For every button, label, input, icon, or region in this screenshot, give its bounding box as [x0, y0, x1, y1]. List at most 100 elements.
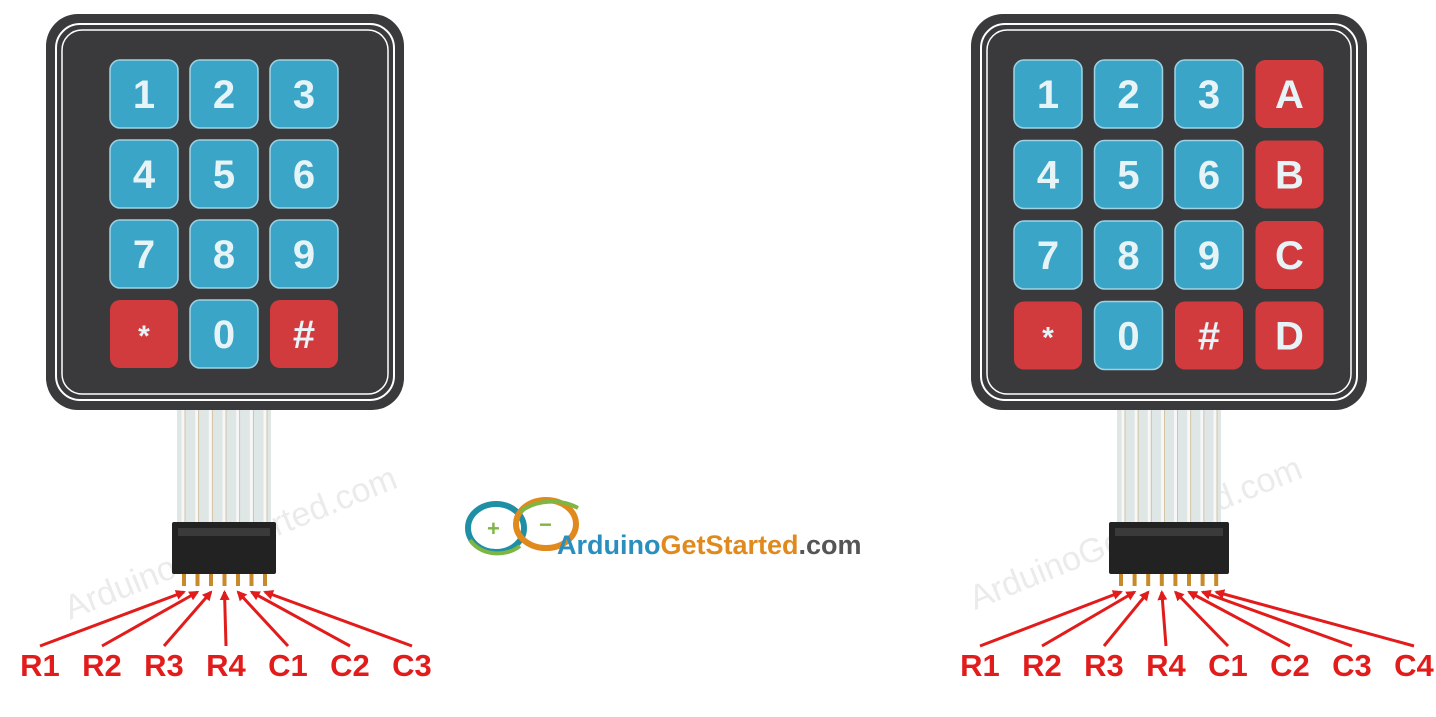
- key-2[interactable]: 2: [189, 59, 259, 129]
- key-5[interactable]: 5: [189, 139, 259, 209]
- key-7[interactable]: 7: [109, 219, 179, 289]
- key-label: B: [1275, 154, 1304, 198]
- pin-arrow: [1174, 590, 1230, 648]
- pin-arrow: [979, 590, 1123, 648]
- header-pin: [1214, 574, 1219, 586]
- key-label: 0: [213, 313, 235, 357]
- key-label: 8: [213, 233, 235, 277]
- logo-brand-text: ArduinoGetStarted.com: [557, 530, 862, 560]
- key-label: 4: [133, 153, 156, 197]
- key-9[interactable]: 9: [269, 219, 339, 289]
- key-3[interactable]: 3: [1174, 59, 1244, 129]
- pin-label-r2: R2: [1022, 648, 1062, 683]
- key-label: 3: [293, 73, 315, 117]
- key-hash[interactable]: #: [1175, 301, 1243, 370]
- pin-label-r3: R3: [1084, 648, 1124, 683]
- key-3[interactable]: 3: [269, 59, 339, 129]
- header-pin: [1159, 574, 1164, 586]
- key-label: D: [1275, 315, 1304, 359]
- pin-label-r2: R2: [82, 648, 122, 683]
- key-label: A: [1275, 73, 1304, 117]
- pin-arrow: [39, 590, 186, 648]
- header-pin: [1132, 574, 1137, 586]
- key-star[interactable]: *: [110, 300, 178, 368]
- pin-arrow: [219, 590, 230, 647]
- key-hash[interactable]: #: [270, 300, 338, 368]
- header-pin: [1187, 574, 1191, 586]
- pin-label-r4: R4: [206, 648, 246, 683]
- pin-arrow: [1041, 590, 1137, 648]
- key-8[interactable]: 8: [189, 219, 259, 289]
- header-pin: [1119, 574, 1123, 586]
- pin-label-c4: C4: [1394, 648, 1434, 683]
- key-label: #: [1198, 315, 1220, 359]
- key-6[interactable]: 6: [1174, 139, 1244, 210]
- key-label: 4: [1037, 154, 1060, 198]
- pin-label-c3: C3: [1332, 648, 1372, 683]
- pin-arrow: [101, 590, 200, 648]
- key-5[interactable]: 5: [1093, 139, 1164, 210]
- pin-arrow: [162, 590, 213, 647]
- key-label: 0: [1117, 315, 1139, 359]
- key-6[interactable]: 6: [269, 139, 339, 209]
- key-label: *: [1042, 322, 1054, 355]
- key-b[interactable]: B: [1255, 140, 1324, 209]
- ribbon-cable: [177, 408, 271, 524]
- pin-label-c2: C2: [1270, 648, 1310, 683]
- key-star[interactable]: *: [1014, 301, 1082, 370]
- pin-label-r4: R4: [1146, 648, 1186, 683]
- key-2[interactable]: 2: [1093, 59, 1164, 129]
- key-9[interactable]: 9: [1174, 220, 1244, 290]
- logo-brand-com: .com: [799, 530, 862, 560]
- pin-label-r3: R3: [144, 648, 184, 683]
- key-1[interactable]: 1: [1013, 59, 1083, 129]
- key-label: 8: [1117, 234, 1139, 278]
- key-4[interactable]: 4: [1013, 139, 1083, 210]
- arduinogetstarted-logo: + − ArduinoGetStarted.com: [465, 497, 862, 560]
- key-label: 7: [1037, 234, 1059, 278]
- logo-brand-arduino: Arduino: [557, 530, 660, 560]
- key-label: #: [293, 313, 315, 357]
- header-pin: [1200, 574, 1205, 586]
- key-label: 5: [1117, 154, 1139, 198]
- key-label: 6: [293, 153, 315, 197]
- pin-arrow: [249, 590, 351, 648]
- key-label: 1: [1037, 73, 1059, 117]
- key-label: 3: [1198, 73, 1220, 117]
- key-0[interactable]: 0: [189, 299, 259, 369]
- key-label: 9: [1198, 234, 1220, 278]
- key-label: *: [138, 320, 150, 353]
- key-8[interactable]: 8: [1093, 220, 1164, 290]
- pin-arrow: [263, 590, 413, 648]
- key-label: 5: [213, 153, 235, 197]
- header-pin: [249, 574, 254, 586]
- pin-arrow: [1200, 590, 1353, 648]
- key-label: C: [1275, 234, 1304, 278]
- key-c[interactable]: C: [1255, 221, 1324, 289]
- pin-label-c2: C2: [330, 648, 370, 683]
- pin-label-r1: R1: [20, 648, 60, 683]
- header-pin: [195, 574, 200, 586]
- key-0[interactable]: 0: [1093, 300, 1164, 371]
- key-a[interactable]: A: [1255, 60, 1324, 128]
- key-1[interactable]: 1: [109, 59, 179, 129]
- pin-arrow: [1214, 589, 1415, 648]
- key-7[interactable]: 7: [1013, 220, 1083, 290]
- key-d[interactable]: D: [1255, 301, 1324, 370]
- pin-arrow: [1157, 590, 1168, 647]
- pin-label-c3: C3: [392, 648, 432, 683]
- pin-arrow: [1102, 590, 1150, 647]
- pin-label-r1: R1: [960, 648, 1000, 683]
- key-4[interactable]: 4: [109, 139, 179, 209]
- key-label: 6: [1198, 154, 1220, 198]
- header-pin: [222, 574, 227, 586]
- header-pin: [1173, 574, 1178, 586]
- svg-text:+: +: [487, 516, 500, 541]
- key-label: 7: [133, 233, 155, 277]
- key-label: 2: [213, 73, 235, 117]
- logo-brand-getstarted: GetStarted: [660, 530, 798, 560]
- svg-text:−: −: [539, 512, 552, 537]
- header-pin: [182, 574, 186, 586]
